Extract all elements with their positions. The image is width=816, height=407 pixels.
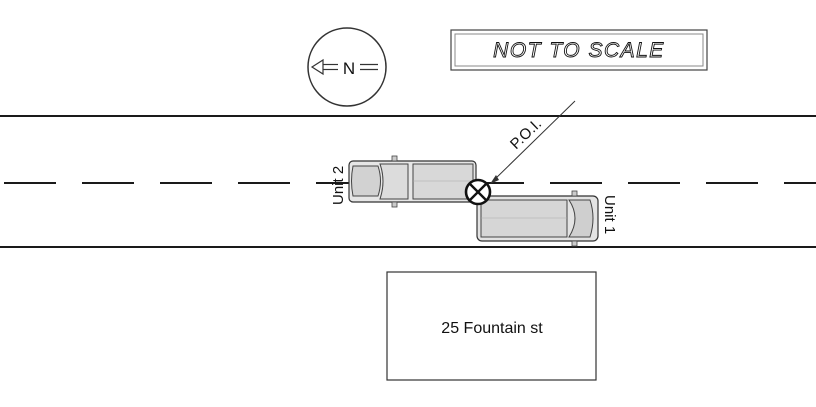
poi-label: P.O.I. <box>507 115 545 153</box>
scale-note-text: NOT TO SCALE <box>493 39 665 62</box>
unit2-pickup-truck: Unit 2 <box>330 155 477 208</box>
point-of-impact-marker <box>464 178 492 206</box>
unit1-label: Unit 1 <box>601 195 618 234</box>
unit1-van: Unit 1 <box>476 190 618 247</box>
building-address-label: 25 Fountain st <box>441 320 543 337</box>
north-compass: N <box>307 27 387 107</box>
poi-callout: P.O.I. <box>490 100 576 184</box>
building-25-fountain-st: 25 Fountain st <box>386 271 597 381</box>
scale-note-box: NOT TO SCALE <box>450 29 708 71</box>
north-arrow-icon <box>310 58 378 76</box>
unit2-label: Unit 2 <box>330 166 347 205</box>
compass-north-label: N <box>343 59 355 78</box>
